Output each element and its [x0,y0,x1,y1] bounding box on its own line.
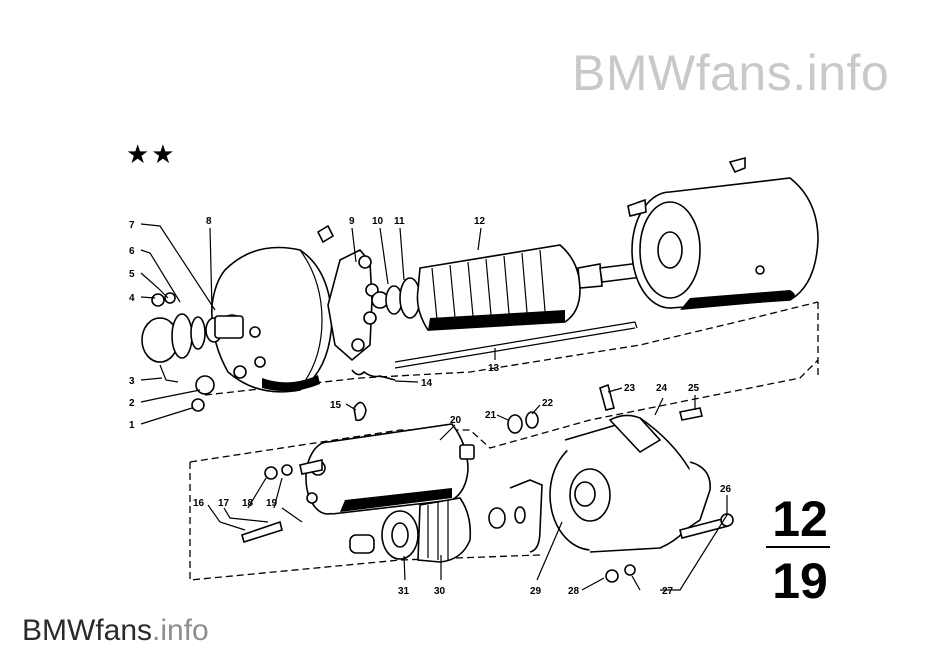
part-label-24: 24 [656,383,668,394]
watermark-bottom-brand: BMWfans [22,614,153,647]
upper-assembly-frame [204,301,819,396]
part-label-21: 21 [485,410,497,421]
part-label-4: 4 [129,293,135,304]
part-label-10: 10 [372,216,384,227]
part-label-8: 8 [206,216,212,227]
watermark-bottom-suffix: .info [152,614,209,647]
part-label-23: 23 [624,383,636,394]
part-label-5: 5 [129,269,135,280]
through-bolt [394,321,638,369]
part-label-18: 18 [242,498,254,509]
page-group-number: 12 [772,491,828,547]
leader-lines [140,223,728,591]
part-label-17: 17 [218,498,230,509]
part-label-31: 31 [398,586,410,597]
stars-marker: ★★ [126,140,177,170]
page-sub-number: 19 [772,553,828,609]
part-label-3: 3 [129,376,135,387]
spring-clip [351,369,396,381]
part-label-2: 2 [129,398,135,409]
watermark-top-brand: BMWfans [572,45,793,101]
part-label-14: 14 [421,378,433,389]
field-frame [627,156,819,310]
part-label-7: 7 [129,220,135,231]
brush-plate [316,224,389,362]
watermark-top: BMWfans.info [572,44,889,102]
part-label-15: 15 [330,400,342,411]
part-label-11: 11 [394,216,405,227]
washer-15 [353,401,367,422]
part-label-22: 22 [542,398,554,409]
part-label-25: 25 [688,383,700,394]
part-label-28: 28 [568,586,580,597]
part-labels: 1 2 3 4 5 6 7 8 9 10 11 12 13 14 15 16 1… [129,216,732,597]
bearing-cap-assembly [141,292,244,412]
hardware [241,383,734,583]
part-label-20: 20 [450,415,462,426]
part-label-19: 19 [266,498,278,509]
pinion-assembly [349,497,472,563]
part-label-1: 1 [129,420,135,431]
part-label-12: 12 [474,216,486,227]
watermark-bottom: BMWfans.info [22,614,209,648]
part-label-9: 9 [349,216,355,227]
part-label-30: 30 [434,586,446,597]
part-label-29: 29 [530,586,542,597]
part-label-16: 16 [193,498,205,509]
part-label-13: 13 [488,363,500,374]
part-label-6: 6 [129,246,135,257]
page-number-divider [766,546,830,548]
watermark-top-suffix: .info [792,45,890,101]
drive-end-housing [488,414,711,553]
part-label-26: 26 [720,484,732,495]
part-label-27: 27 [662,586,674,597]
